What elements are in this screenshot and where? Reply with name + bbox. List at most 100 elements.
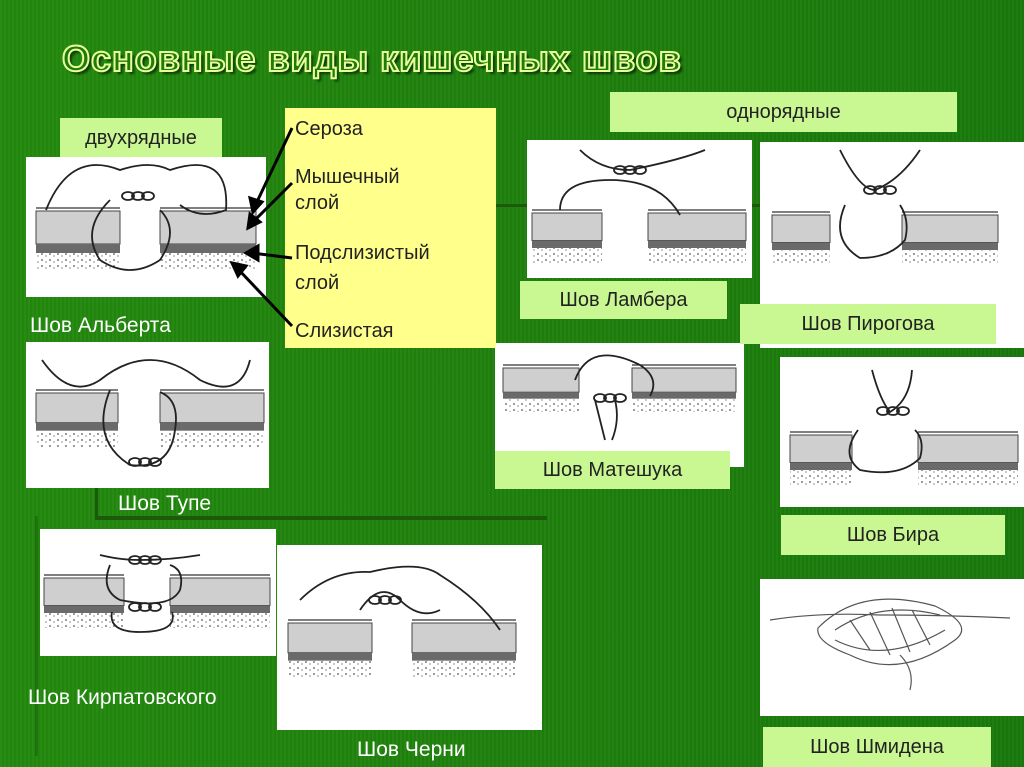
muscular-layer <box>502 367 580 393</box>
tissue-layers-legend: Сероза Мышечный слой Подслизистый слой С… <box>285 108 496 348</box>
submucosa-layer <box>902 242 998 250</box>
suture-thread <box>594 399 618 441</box>
knot-loop <box>633 165 647 175</box>
muscular-layer <box>647 212 747 241</box>
mucosa-layer <box>44 613 124 628</box>
mucosa-layer <box>36 430 118 447</box>
mucosa-layer <box>160 430 264 447</box>
submucosa-layer <box>790 462 852 470</box>
mucosa-layer <box>36 253 120 271</box>
mucosa-layer <box>503 398 579 412</box>
submucosa-layer <box>532 240 602 248</box>
knot-loop <box>148 555 162 565</box>
suture-thread <box>102 389 177 467</box>
suture-name-albert: Шов Альберта <box>30 314 171 337</box>
suture-name-cherni: Шов Черни <box>357 738 466 761</box>
legend-muscular-line1: Мышечный <box>295 166 400 188</box>
submucosa-layer <box>44 605 124 613</box>
knot-loop <box>368 595 382 605</box>
knot-loop <box>148 457 162 467</box>
knot-loop <box>613 393 627 403</box>
suture-thread <box>848 429 923 474</box>
legend-mucosa: Слизистая <box>295 320 394 342</box>
divider-line <box>95 480 98 520</box>
submucosa-layer <box>160 422 264 431</box>
knot-loop <box>128 602 142 612</box>
suture-name-shmiden: Шов Шмидена <box>763 727 991 767</box>
suture-name-kirpatovsky: Шов Кирпатовского <box>28 686 217 709</box>
mucosa-layer <box>902 250 998 265</box>
suture-thread <box>871 369 913 414</box>
suture-thread <box>299 565 501 631</box>
muscular-layer <box>789 434 853 463</box>
submucosa-layer <box>288 652 372 661</box>
knot-loop <box>138 457 152 467</box>
knot-loop <box>378 595 392 605</box>
suture-thread <box>41 359 251 388</box>
knot-loop <box>593 393 607 403</box>
suture-thread <box>839 149 921 191</box>
knot-loop <box>138 555 152 565</box>
muscular-layer <box>411 622 517 654</box>
knot-loop <box>121 191 135 201</box>
suture-name-pirogov: Шов Пирогова <box>740 304 996 344</box>
muscular-layer <box>169 577 271 606</box>
legend-submucosa-line1: Подслизистый <box>295 242 430 264</box>
suture-name-bir: Шов Бира <box>781 515 1005 555</box>
suture-name-mateshuk: Шов Матешука <box>495 451 730 489</box>
legend-serosa: Сероза <box>295 118 363 140</box>
muscular-layer <box>901 214 999 243</box>
knot-loop <box>876 406 890 416</box>
legend-arrows <box>229 127 294 328</box>
mucosa-layer <box>790 470 852 485</box>
suture-thread <box>839 204 908 259</box>
submucosa-layer <box>36 422 118 431</box>
mucosa-layer <box>412 660 516 677</box>
knot-loop <box>128 457 142 467</box>
suture-thread <box>105 564 183 605</box>
knot-loop <box>863 185 877 195</box>
submucosa-layer <box>36 244 120 253</box>
submucosa-layer <box>772 242 830 250</box>
knot-loop <box>613 165 627 175</box>
legend-muscular-line2: слой <box>295 192 340 214</box>
divider-line <box>95 516 547 520</box>
muscular-layer <box>35 392 119 424</box>
submucosa-layer <box>918 462 1018 470</box>
divider-line <box>35 516 38 756</box>
submucosa-layer <box>503 392 579 399</box>
muscular-layer <box>35 210 121 245</box>
submucosa-layer <box>160 244 256 253</box>
muscular-layer <box>159 210 257 245</box>
submucosa-layer <box>648 240 746 248</box>
knot-loop <box>141 191 155 201</box>
knot-loop <box>886 406 900 416</box>
mucosa-layer <box>632 398 736 412</box>
muscular-layer <box>917 434 1019 463</box>
mucosa-layer <box>918 470 1018 485</box>
suture-thread <box>45 164 228 215</box>
suture-name-tupe: Шов Тупе <box>118 492 212 515</box>
group-label-single-row: однорядные <box>610 92 957 132</box>
mucosa-layer <box>648 248 746 263</box>
mucosa-layer <box>288 660 372 677</box>
slide-title: Основные виды кишечных швов <box>61 37 682 80</box>
knot-loop <box>148 602 162 612</box>
muscular-layer <box>771 214 831 243</box>
knot-loop <box>131 191 145 201</box>
suture-thread <box>574 354 655 397</box>
muscular-layer <box>159 392 265 424</box>
shmiden-sketch <box>769 598 1011 691</box>
suture-thread <box>91 199 171 271</box>
suture-thread <box>559 179 681 216</box>
submucosa-layer <box>412 652 516 661</box>
knot-loop <box>128 555 142 565</box>
mucosa-layer <box>170 613 270 628</box>
shmiden-suture-diagram <box>760 579 1024 716</box>
mucosa-layer <box>772 250 830 265</box>
muscular-layer <box>287 622 373 654</box>
suture-name-lambert: Шов Ламбера <box>520 281 727 319</box>
knot-loop <box>388 595 402 605</box>
knot-loop <box>896 406 910 416</box>
